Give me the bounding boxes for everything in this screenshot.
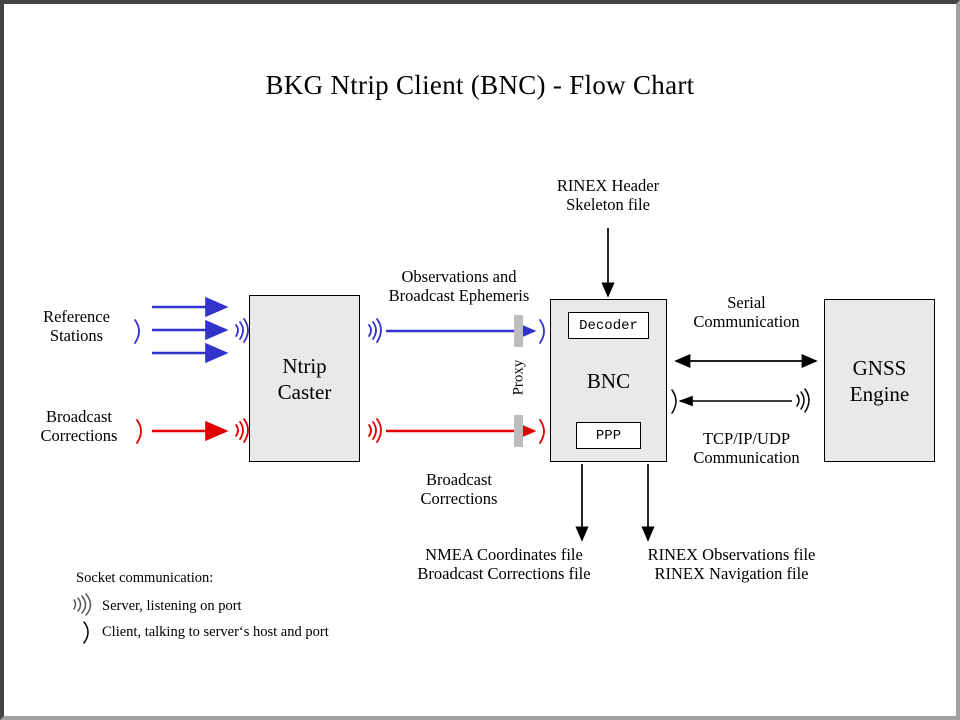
output-files-left-label: NMEA Coordinates file Broadcast Correcti… — [417, 545, 591, 583]
tcpip-communication-label: TCP/IP/UDP Communication — [693, 429, 800, 467]
client-paren-icon-reference-stations — [134, 319, 140, 344]
page-title: BKG Ntrip Client (BNC) - Flow Chart — [265, 70, 695, 100]
broadcast-corrections-edge-label: Broadcast Corrections — [420, 470, 498, 508]
legend-server-row: Server, listening on port — [102, 598, 242, 614]
server-antenna-icon-caster-corr — [235, 418, 249, 443]
proxy-bar-bottom — [514, 415, 523, 447]
client-paren-icon-bnc-tcpip — [671, 389, 677, 414]
ppp-subbox[interactable]: PPP — [576, 422, 641, 449]
proxy-label: Proxy — [510, 359, 527, 395]
client-paren-icon-broadcast-corrections — [136, 419, 142, 444]
client-paren-icon-bnc-corr — [539, 419, 545, 444]
ntrip-caster-label: Ntrip Caster — [277, 353, 332, 404]
bnc-box[interactable]: Decoder BNC PPP — [550, 299, 667, 462]
legend-client-paren-icon — [83, 621, 89, 644]
gnss-engine-box[interactable]: GNSS Engine — [824, 299, 935, 462]
legend-title: Socket communication: — [76, 570, 214, 586]
server-antenna-icon-caster-out-corr — [368, 418, 382, 443]
connector-layer — [73, 228, 818, 644]
decoder-subbox[interactable]: Decoder — [568, 312, 649, 339]
observations-edge-label: Observations and Broadcast Ephemeris — [388, 267, 530, 305]
client-paren-icon-bnc-obs — [539, 319, 545, 344]
serial-communication-label: Serial Communication — [693, 293, 800, 331]
gnss-engine-label: GNSS Engine — [849, 355, 910, 406]
diagram-canvas: BKG Ntrip Client (BNC) - Flow Chart — [4, 4, 956, 716]
legend-client-row: Client, talking to server‘s host and por… — [102, 624, 329, 640]
broadcast-corrections-source-label: Broadcast Corrections — [40, 407, 118, 445]
server-antenna-icon-caster-obs — [235, 318, 249, 343]
bnc-label: BNC — [586, 368, 631, 393]
reference-stations-label: Reference Stations — [43, 307, 110, 345]
output-files-right-label: RINEX Observations file RINEX Navigation… — [647, 545, 816, 583]
arrow-reference-stations — [152, 296, 229, 364]
server-antenna-icon-caster-out-obs — [368, 318, 382, 343]
server-antenna-icon-gnss — [796, 388, 810, 413]
proxy-bar-top — [514, 315, 523, 347]
ntrip-caster-box[interactable]: Ntrip Caster — [249, 295, 360, 462]
proxy-label-wrap: Proxy — [491, 359, 547, 395]
legend-server-antenna-icon — [73, 593, 92, 616]
rinex-header-label: RINEX Header Skeleton file — [556, 176, 660, 214]
